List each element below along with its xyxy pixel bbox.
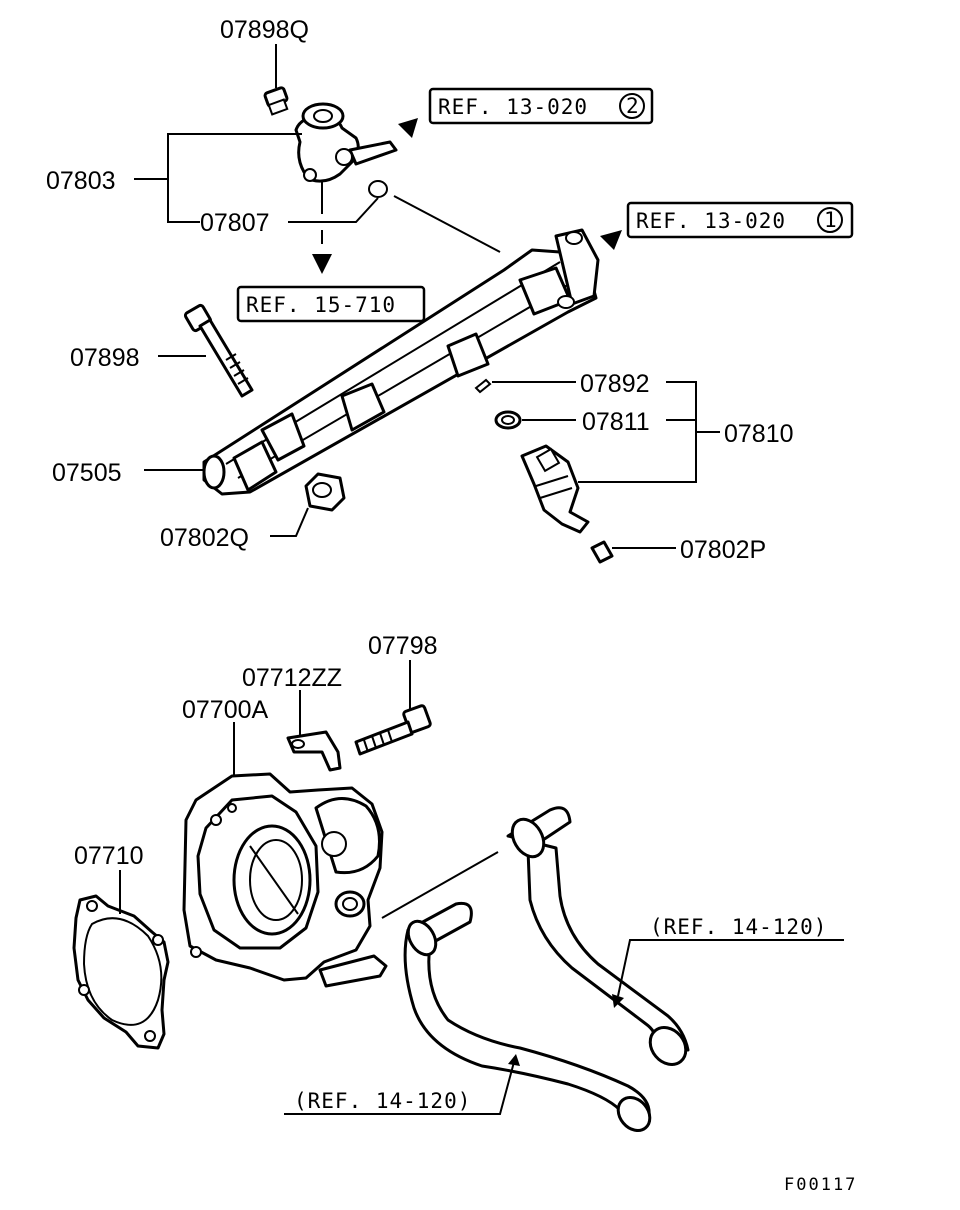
ref-13-020-2-num: 2 [626,94,640,118]
ref-15-710-text: REF. 15-710 [246,293,396,317]
label-07803: 07803 [46,167,116,195]
leader-07803 [134,133,379,223]
label-07898q: 07898Q [220,16,309,44]
leader-ref-14-120-upper [612,939,844,1008]
bolt-07798 [354,704,432,756]
label-07798: 07798 [368,632,438,660]
ref-box-13-020-2: REF. 13-020 2 [428,87,654,125]
label-07505: 07505 [52,459,122,487]
fuel-rail-07505 [202,228,600,496]
label-07892: 07892 [580,370,650,398]
water-hose-upper [506,806,690,1066]
label-07712zz: 07712ZZ [242,664,342,692]
gasket-07710 [72,894,170,1050]
leader-ref-14-120-lower [284,1054,520,1115]
throttle-to-hose-line [381,851,499,919]
ref-14-120-upper: (REF. 14-120) [650,915,827,939]
water-hose-lower [403,901,652,1132]
circled-number-1 [817,207,843,233]
figure-code: F00117 [784,1175,857,1195]
ref-15-710-arrow [312,180,332,274]
insulator-07802p [590,540,614,564]
ref-box-13-020-1: REF. 13-020 1 [626,201,854,239]
label-07710: 07710 [74,842,144,870]
o-ring-07892 [474,378,492,394]
injector-07810 [520,444,590,534]
regulator-to-rail-line [393,195,501,253]
label-07802q: 07802Q [160,524,249,552]
throttle-body-07700a [182,772,388,988]
circled-number-2 [619,93,645,119]
ref-13-020-1-num: 1 [824,208,838,232]
bolt-07898 [183,303,254,398]
bracket-07712zz [286,730,342,772]
leader-07802q [270,507,309,537]
label-07811: 07811 [582,408,650,436]
ref-13-020-1-arrow [600,230,622,250]
label-07807: 07807 [200,209,270,237]
ref-box-15-710: REF. 15-710 [236,285,426,323]
bolt-07898q [263,86,289,116]
ref-13-020-1-text: REF. 13-020 [636,209,786,233]
grommet-07811 [494,410,522,430]
label-07802p: 07802P [680,536,766,564]
insulator-07802q [304,472,346,512]
o-ring-07807 [368,180,388,198]
label-07810: 07810 [724,420,794,448]
ref-13-020-2-text: REF. 13-020 [438,95,588,119]
ref-13-020-2-arrow [398,118,418,138]
label-07700a: 07700A [182,696,269,724]
ref-14-120-lower: (REF. 14-120) [294,1089,471,1113]
pressure-regulator-07803 [294,102,398,183]
label-07898: 07898 [70,344,140,372]
